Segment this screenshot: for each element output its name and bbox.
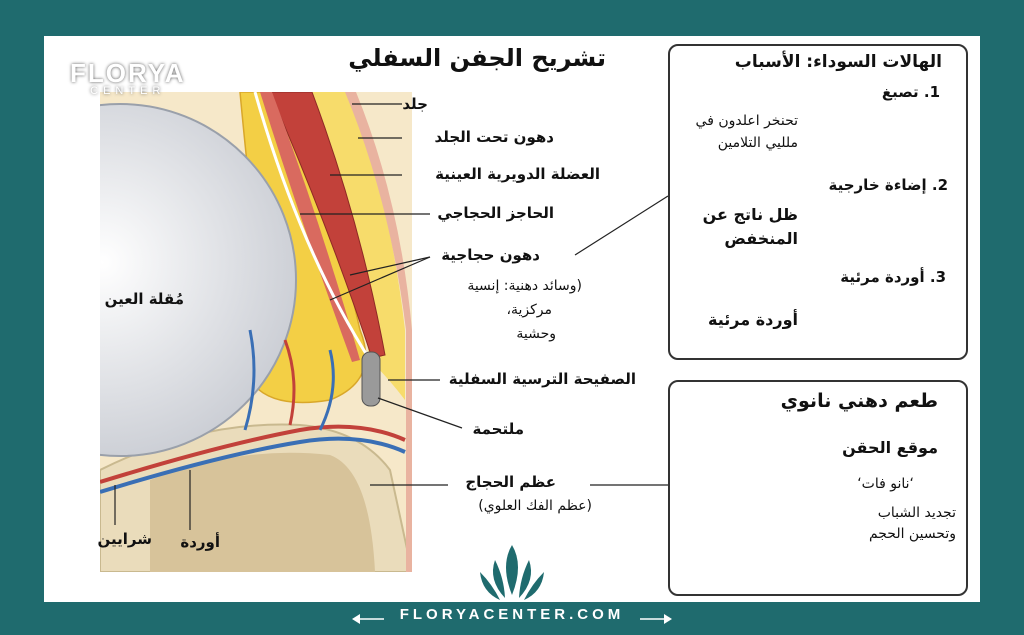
- label-conjunctiva: ملتحمة: [473, 420, 525, 438]
- label-veins: أوردة: [180, 533, 220, 551]
- footer-url[interactable]: FLORYACENTER.COM: [0, 606, 1024, 623]
- label-subcutaneous-fat: دهون تحت الجلد: [435, 128, 554, 146]
- label-orbital-bone: عظم الحجاج: [465, 473, 556, 491]
- label-orbital-fat-note1: (وسائد دهنية: إنسية: [467, 278, 582, 294]
- cause-3-desc1: أوردة مرئية: [708, 310, 798, 329]
- dark-circles-title: الهالات السوداء: الأسباب: [735, 52, 942, 72]
- tarsal-plate-shape: [362, 352, 380, 406]
- cause-1-desc2: ملليي التلامين: [718, 135, 798, 151]
- label-eyeball: مُقلة العين: [105, 290, 184, 308]
- label-arteries: شرايين: [98, 530, 152, 548]
- nanofat-result1: تجديد الشباب: [878, 505, 956, 521]
- nanofat-injection-site: موقع الحقن: [842, 438, 938, 457]
- label-orbicularis: العضلة الدويرية العينية: [435, 165, 600, 183]
- nanofat-result2: وتحسين الحجم: [869, 526, 956, 542]
- label-septum: الحاجز الحجاجي: [437, 204, 554, 222]
- label-orbital-fat: دهون حجاجية: [441, 246, 540, 264]
- cause-1-heading: 1. تصبغ: [882, 83, 940, 101]
- label-orbital-bone-note: (عظم الفك العلوي): [478, 498, 592, 514]
- bone-inner-shape: [150, 453, 375, 572]
- florya-logo: FLORYA CENTER: [70, 58, 186, 97]
- main-title: تشريح الجفن السفلي: [348, 44, 606, 72]
- lotus-logo: [480, 545, 544, 600]
- cause-2-desc1: ظل ناتج عن: [703, 205, 798, 224]
- cause-2-heading: 2. إضاءة خارجية: [829, 176, 948, 194]
- cause-3-heading: 3. أوردة مرئية: [840, 268, 946, 286]
- label-skin: جلد: [402, 95, 428, 113]
- label-tarsal-plate: الصفيحة الترسية السفلية: [449, 370, 636, 388]
- label-orbital-fat-note2: مركزية،: [506, 302, 552, 318]
- label-orbital-fat-note3: وحشية: [516, 326, 556, 342]
- nanofat-title: طعم دهني نانوي: [781, 390, 938, 412]
- nanofat-panel: [668, 380, 968, 596]
- nanofat-label: ‘نانو فات‘: [857, 476, 914, 492]
- cause-2-desc2: المنخفض: [724, 229, 798, 248]
- cause-1-desc1: تحنخر اعلدون في: [696, 113, 798, 129]
